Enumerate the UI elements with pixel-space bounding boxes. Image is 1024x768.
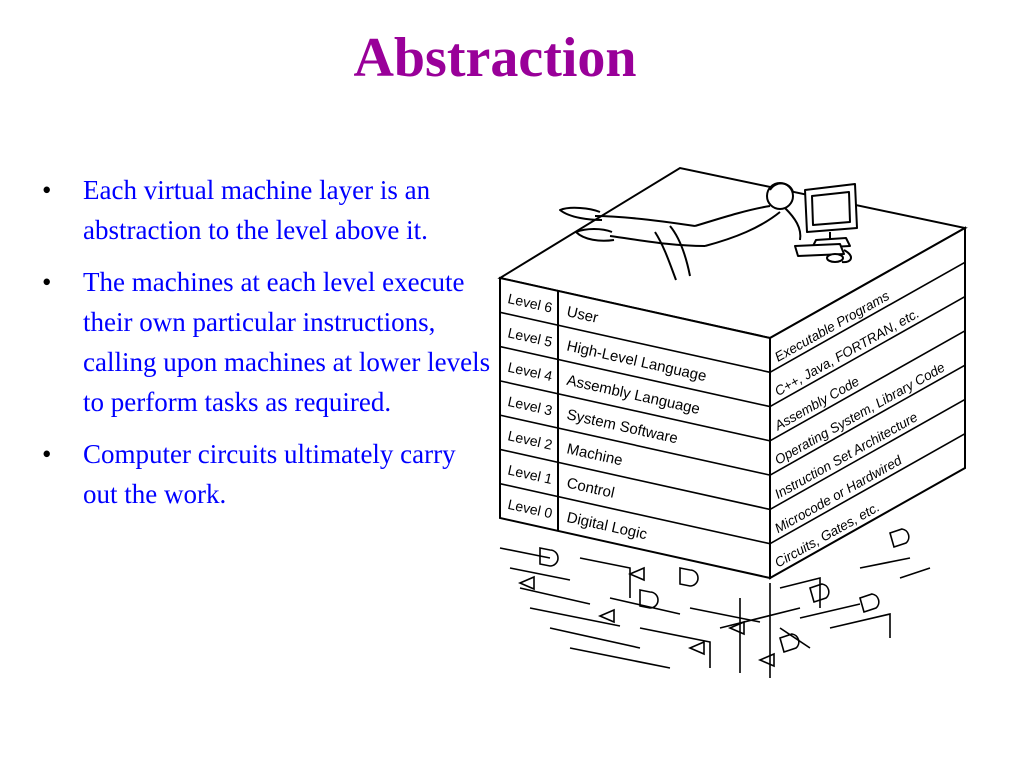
level-side-divider — [769, 261, 966, 373]
bullet-item: • Each virtual machine layer is an abstr… — [42, 170, 492, 250]
logic-circuit-icon — [499, 528, 931, 678]
bullet-item: • The machines at each level execute the… — [42, 262, 492, 422]
level-row-divider — [499, 380, 771, 442]
level-side-divider — [769, 330, 966, 442]
slide-title: Abstraction — [353, 27, 637, 89]
level-row-divider — [499, 448, 771, 511]
level-side-divider — [769, 398, 966, 511]
box-side — [769, 226, 966, 580]
bullet-item: • Computer circuits ultimately carry out… — [42, 434, 492, 514]
bullet-list: • Each virtual machine layer is an abstr… — [42, 170, 492, 526]
level-row-divider — [499, 482, 771, 545]
level-dividers — [499, 261, 966, 545]
level-row-divider — [499, 345, 771, 408]
level-name-label: User — [565, 303, 600, 326]
bullet-dot: • — [42, 175, 52, 205]
level-side-divider — [769, 433, 966, 545]
bullet-text: Computer circuits ultimately carry out t… — [83, 439, 456, 509]
bullet-dot: • — [42, 439, 52, 469]
level-row-divider — [499, 414, 771, 476]
bullet-text: Each virtual machine layer is an abstrac… — [83, 175, 431, 245]
person-at-computer-icon — [559, 182, 858, 281]
level-side-divider — [769, 364, 966, 476]
level-row-divider — [499, 311, 771, 374]
level-side-divider — [769, 295, 966, 408]
bullet-dot: • — [42, 267, 52, 297]
bullet-text: The machines at each level execute their… — [83, 267, 491, 417]
